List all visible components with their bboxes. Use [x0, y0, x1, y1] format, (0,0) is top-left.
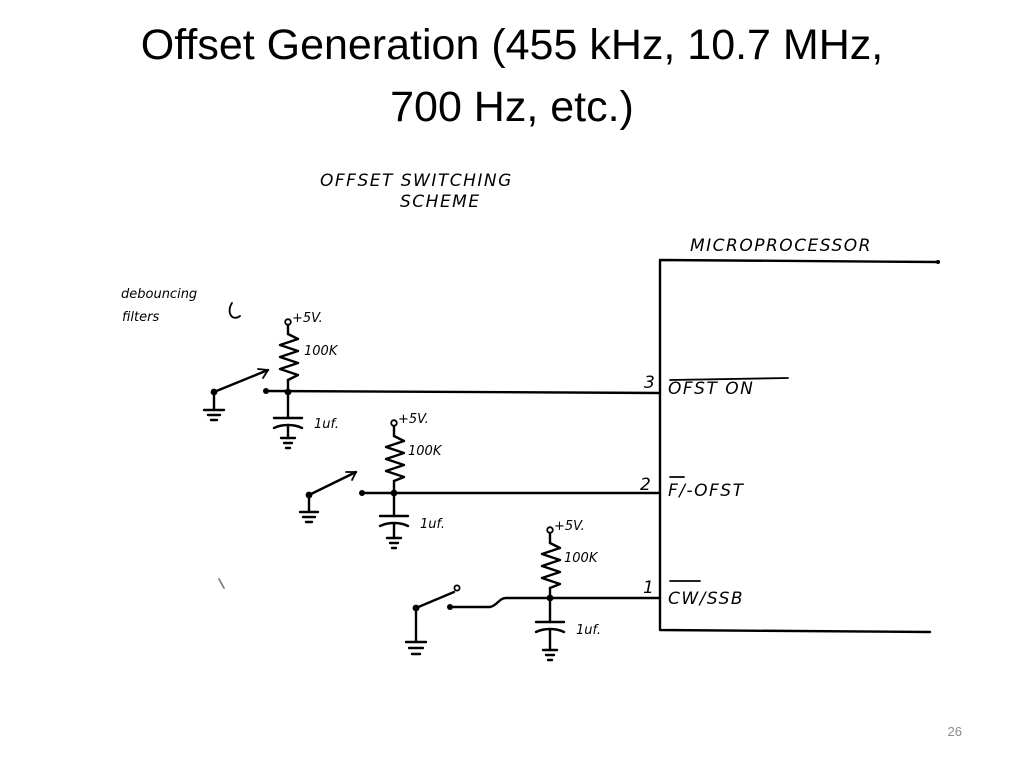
pin-3-overbar — [669, 377, 789, 381]
switch-contact — [359, 490, 365, 496]
pin-3-number: 3 — [644, 373, 655, 393]
switch-lever — [212, 368, 270, 394]
stray-mark — [218, 578, 225, 589]
microprocessor-block — [658, 258, 940, 634]
switch-arrow — [257, 368, 269, 379]
ground-symbol — [404, 640, 428, 656]
signal-line — [448, 596, 662, 609]
microprocessor-label: MICROPROCESSOR — [690, 236, 872, 256]
switch-contact — [263, 388, 269, 394]
resistor-label: 100K — [408, 444, 443, 459]
pullup-resistor — [278, 332, 300, 382]
ground-symbol — [298, 510, 320, 524]
supply-label: +5V. — [398, 412, 429, 427]
debouncing-annotation-line-2: filters — [122, 310, 159, 325]
signal-line — [264, 389, 662, 395]
supply-label: +5V. — [292, 311, 323, 326]
filter-stage-3: +5V. 100K 1uf. — [202, 311, 662, 450]
slide-title-line-2: 700 Hz, etc.) — [390, 83, 634, 131]
slide-title: Offset Generation (455 kHz, 10.7 MHz, 70… — [0, 14, 1024, 138]
page-number: 26 — [947, 724, 962, 739]
slide-title-line-1: Offset Generation (455 kHz, 10.7 MHz, — [140, 21, 884, 69]
filter-stage-2: +5V. 100K 1uf. — [298, 412, 662, 550]
resistor-label: 100K — [304, 344, 339, 359]
capacitor-label: 1uf. — [576, 623, 601, 638]
switch-lever — [307, 470, 358, 497]
resistor-label: 100K — [564, 551, 599, 566]
annotation-pointer — [228, 302, 241, 319]
ground-symbol — [202, 408, 226, 422]
capacitor-label: 1uf. — [420, 517, 445, 532]
debouncing-annotation-line-1: debouncing — [121, 287, 197, 302]
switch-contact — [447, 604, 453, 610]
pin-3-label: OFST ON — [668, 379, 754, 399]
scheme-title-line-2: SCHEME — [400, 192, 481, 212]
switch-arrow — [345, 471, 357, 481]
scheme-title-line-1: OFFSET SWITCHING — [320, 171, 513, 191]
switch-top-terminal — [453, 584, 461, 592]
pin-2-label: F/-OFST — [668, 481, 745, 501]
microprocessor-corner-dot — [936, 260, 940, 264]
capacitor-ground — [279, 436, 297, 450]
filter-stage-1: +5V. 100K 1uf. — [404, 519, 662, 662]
supply-label: +5V. — [554, 519, 585, 534]
switch-lever — [414, 590, 456, 610]
pullup-resistor — [384, 434, 406, 483]
pin-1-number: 1 — [643, 578, 654, 598]
pin-1-label: CW/SSB — [668, 589, 744, 609]
capacitor-label: 1uf. — [314, 417, 339, 432]
capacitor-ground — [541, 648, 559, 662]
pullup-resistor — [540, 541, 562, 590]
capacitor-ground — [385, 536, 403, 550]
pin-2-number: 2 — [640, 475, 651, 495]
